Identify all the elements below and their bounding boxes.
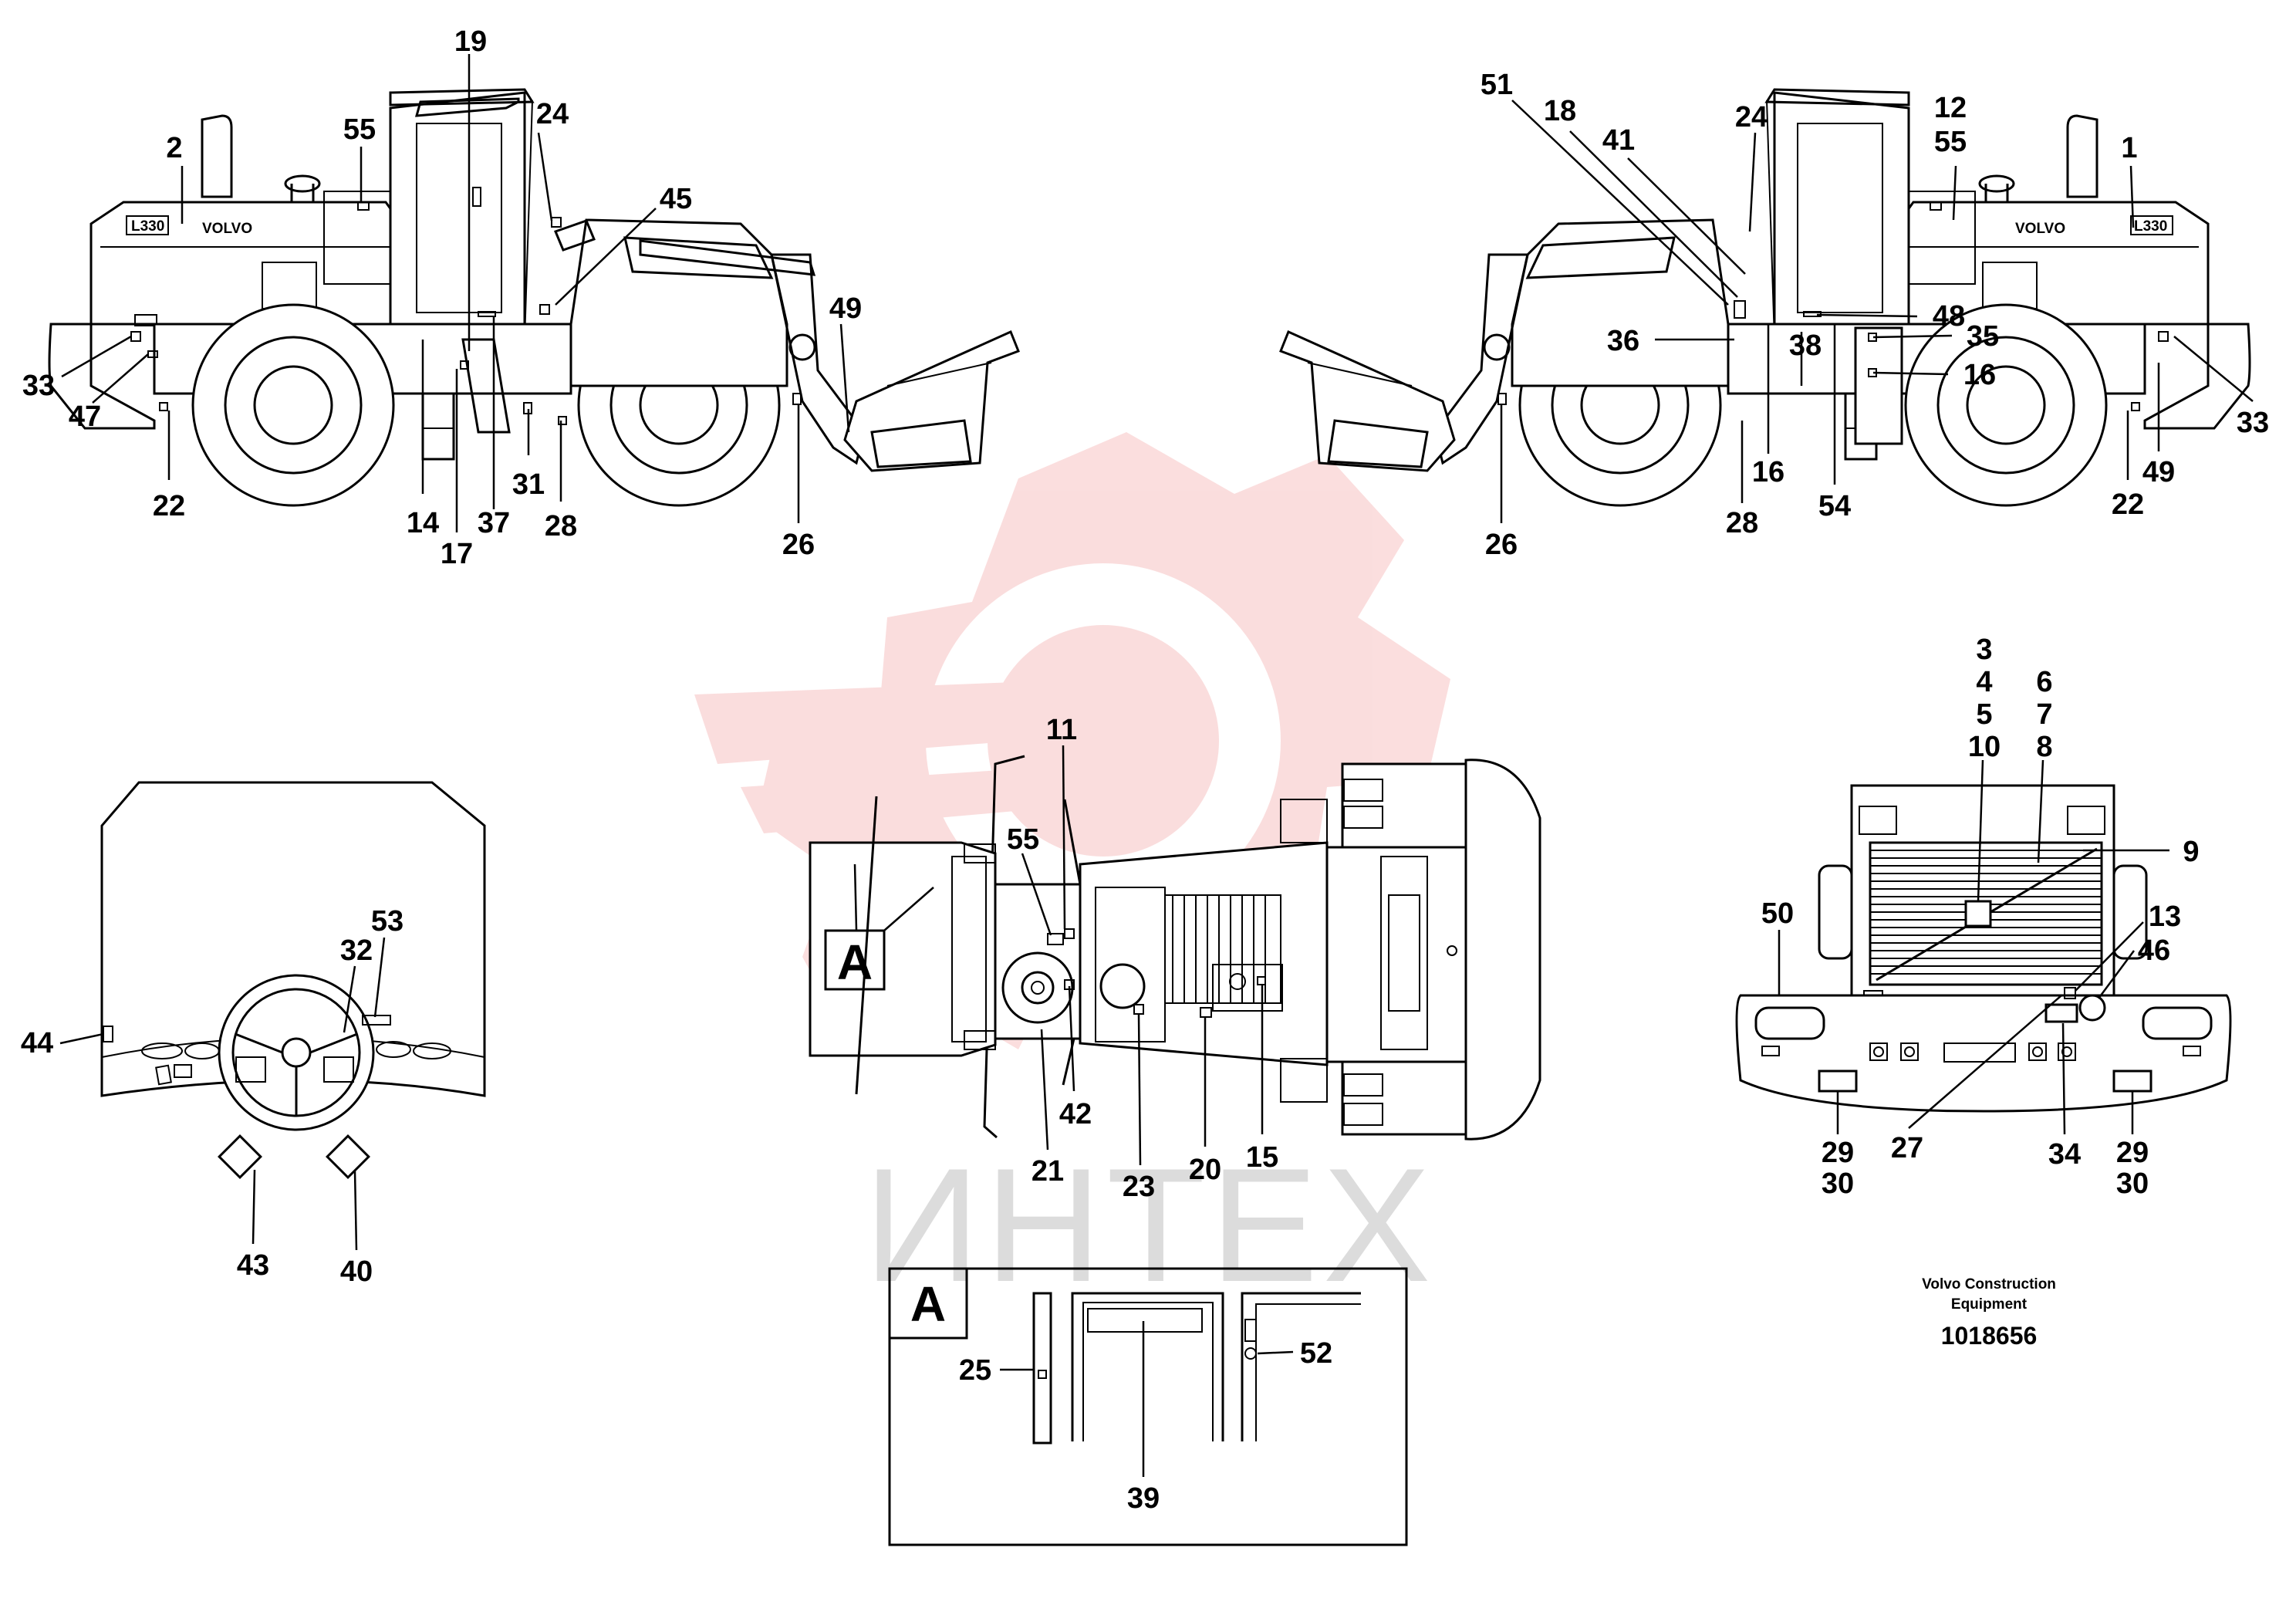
callout-right-12: 12	[1934, 92, 1967, 124]
model-badge-right: L330	[2134, 218, 2167, 235]
callout-left-19: 19	[454, 25, 487, 58]
callout-right-36: 36	[1607, 325, 1639, 357]
callout-rear-4: 4	[1976, 666, 1992, 698]
callout-left-37: 37	[478, 507, 510, 539]
detail-a-leaders	[1000, 1321, 1294, 1477]
cab-interior-view	[100, 781, 486, 1179]
callout-top-42: 42	[1059, 1098, 1092, 1130]
callout-right-55: 55	[1934, 126, 1967, 158]
callout-right-22: 22	[2112, 488, 2144, 521]
callout-rear-10: 10	[1968, 731, 2001, 763]
brand-badge-right: VOLVO	[2015, 221, 2065, 237]
callout-left-28: 28	[545, 510, 577, 542]
callout-cab-44: 44	[21, 1027, 53, 1059]
right-side-view	[1279, 88, 2251, 507]
callout-left-33: 33	[22, 370, 55, 402]
credit-line-1: Volvo Construction	[1922, 1276, 2056, 1293]
callout-rear-30-right: 30	[2116, 1168, 2149, 1200]
left-view-leaders	[61, 54, 850, 532]
model-badge-left: L330	[131, 218, 164, 235]
callout-right-1: 1	[2121, 132, 2137, 164]
credit-line-2: Equipment	[1951, 1296, 2028, 1313]
callout-rear-34: 34	[2048, 1138, 2081, 1171]
callout-detail-52: 52	[1300, 1337, 1332, 1370]
callout-rear-5: 5	[1976, 698, 1992, 731]
callout-rear-7: 7	[2036, 698, 2052, 731]
callout-right-28: 28	[1726, 507, 1758, 539]
callout-numbers: 19 2 55 24 45 49 33 47 22 14 17 37 31 28…	[21, 25, 2269, 1515]
callout-rear-13: 13	[2149, 901, 2181, 933]
callout-left-17: 17	[441, 538, 473, 570]
cab-view-leaders	[59, 937, 386, 1251]
callout-rear-30-left: 30	[1822, 1168, 1854, 1200]
callout-right-41: 41	[1602, 124, 1635, 157]
right-view-leaders	[1500, 100, 2254, 523]
callout-cab-43: 43	[237, 1249, 269, 1282]
callout-top-55: 55	[1007, 823, 1039, 856]
callout-left-31: 31	[512, 468, 545, 501]
left-side-view: L330 VOLVO	[48, 88, 1020, 507]
callout-left-2: 2	[166, 132, 182, 164]
callout-right-51: 51	[1481, 69, 1513, 101]
brand-badge-left: VOLVO	[202, 221, 252, 237]
callout-left-24: 24	[536, 98, 569, 130]
callout-right-24: 24	[1735, 101, 1768, 133]
detail-a-view: A	[888, 1267, 1408, 1546]
callout-cab-53: 53	[371, 905, 403, 938]
callout-rear-46: 46	[2138, 934, 2170, 967]
callout-cab-32: 32	[340, 934, 373, 967]
callout-right-26: 26	[1485, 529, 1518, 561]
callout-rear-29-right: 29	[2116, 1137, 2149, 1169]
callout-cab-40: 40	[340, 1255, 373, 1288]
callout-detail-25: 25	[959, 1354, 991, 1387]
callout-left-14: 14	[407, 507, 439, 539]
callout-right-18: 18	[1544, 95, 1576, 127]
callout-rear-9: 9	[2183, 836, 2199, 868]
callout-left-26: 26	[782, 529, 815, 561]
callout-left-49: 49	[829, 292, 862, 325]
detail-a-marker: A	[910, 1276, 946, 1332]
callout-right-33: 33	[2237, 407, 2269, 439]
callout-right-16a: 16	[1963, 359, 1996, 391]
callout-right-48: 48	[1933, 300, 1965, 333]
callout-rear-29-left: 29	[1822, 1137, 1854, 1169]
detail-a-marker-top: A	[837, 934, 873, 990]
callout-rear-6: 6	[2036, 666, 2052, 698]
callout-rear-50: 50	[1761, 897, 1794, 930]
part-number: 1018656	[1941, 1322, 2038, 1350]
callout-left-45: 45	[660, 183, 692, 215]
callout-right-35: 35	[1967, 320, 1999, 353]
callout-right-38: 38	[1789, 329, 1822, 362]
callout-left-22: 22	[153, 490, 185, 522]
rear-view	[1735, 784, 2232, 1113]
callout-rear-27: 27	[1891, 1132, 1923, 1164]
watermark-text: ИНТЕХ	[863, 1134, 1435, 1316]
callout-left-55: 55	[343, 113, 376, 146]
callout-right-54: 54	[1818, 490, 1851, 522]
callout-top-21: 21	[1032, 1155, 1064, 1188]
top-view: A	[809, 755, 1541, 1140]
radiator-grille	[1164, 894, 1281, 1004]
callout-right-49: 49	[2142, 456, 2175, 488]
callout-left-47: 47	[69, 400, 101, 433]
callout-rear-8: 8	[2036, 731, 2052, 763]
callout-top-20: 20	[1189, 1154, 1221, 1186]
rear-view-leaders	[1778, 759, 2169, 1135]
callout-top-11: 11	[1046, 714, 1077, 746]
callout-right-16b: 16	[1752, 456, 1784, 488]
callout-top-23: 23	[1123, 1171, 1155, 1203]
callout-rear-3: 3	[1976, 634, 1992, 666]
callout-top-15: 15	[1246, 1141, 1278, 1174]
top-view-leaders	[1021, 745, 1264, 1166]
callout-detail-39: 39	[1127, 1482, 1160, 1515]
